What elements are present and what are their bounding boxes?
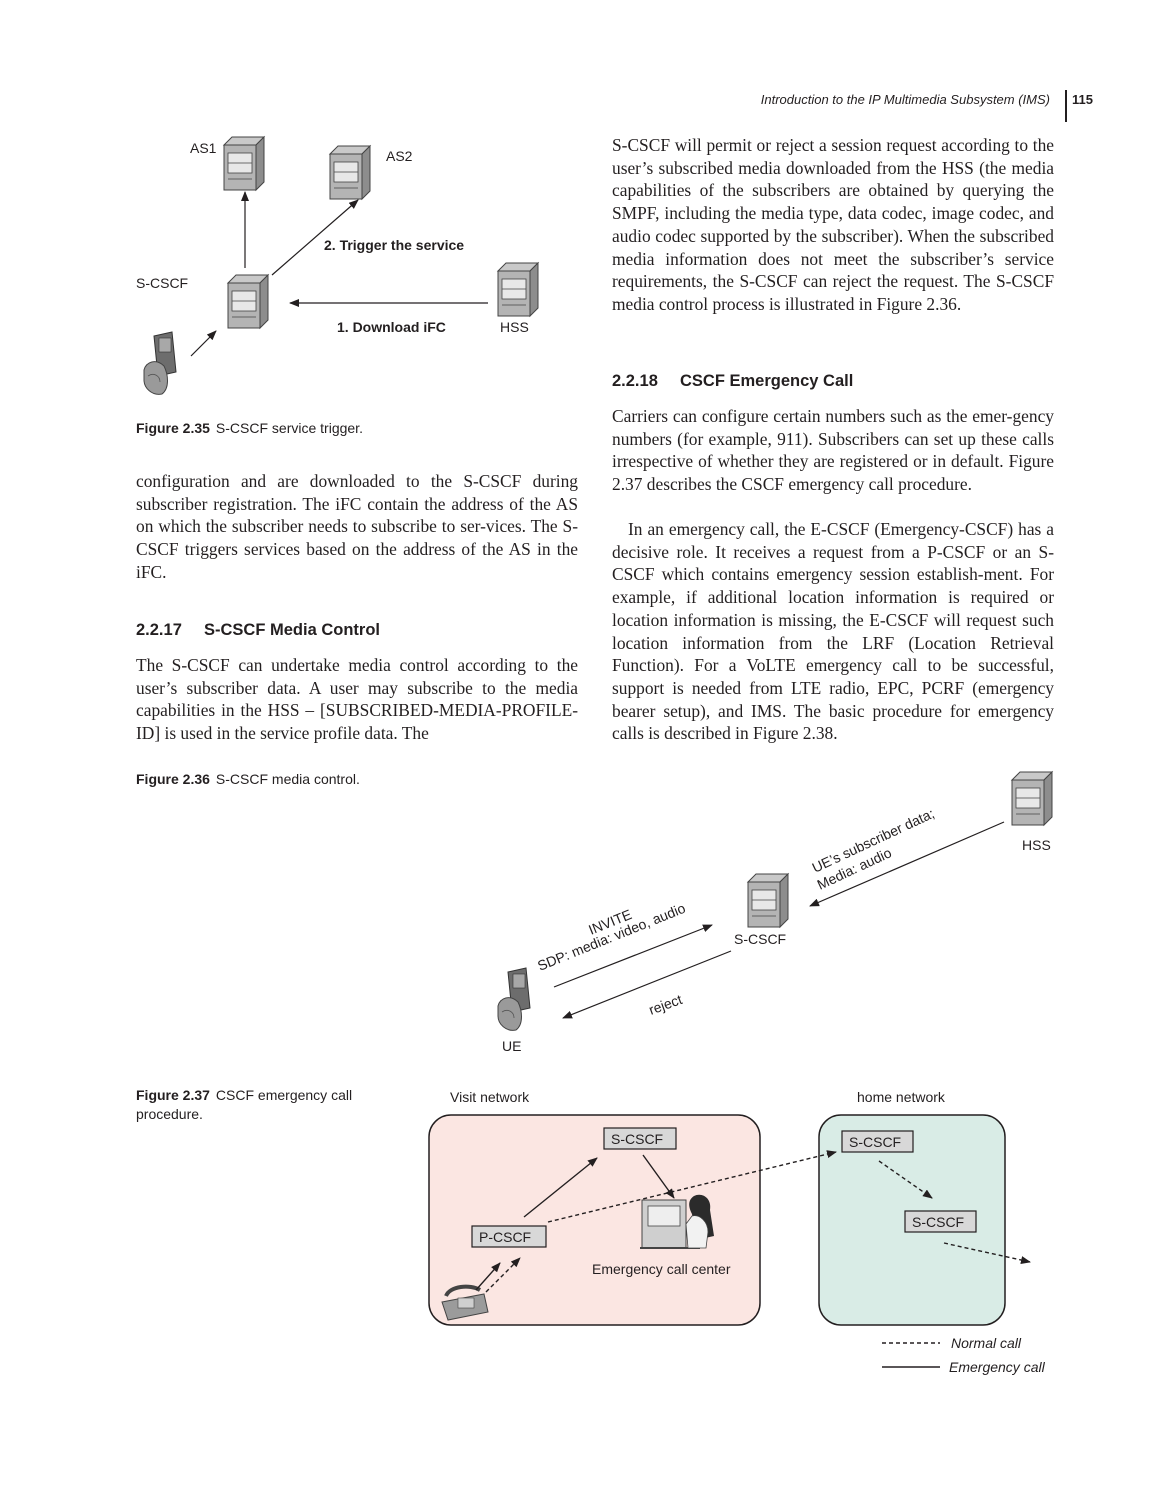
caption-label: Figure 2.37 — [136, 1087, 210, 1103]
ue-label: UE — [502, 1038, 521, 1054]
section-heading-2-2-18: 2.2.18 CSCF Emergency Call — [612, 372, 1054, 391]
hss-server-icon — [497, 262, 539, 317]
download-label: 1. Download iFC — [337, 319, 446, 335]
page-number: 115 — [1072, 92, 1093, 107]
arrow-hss-to-scscf — [809, 821, 1005, 907]
hss-label: HSS — [1022, 837, 1051, 853]
caption-text-cont: procedure. — [136, 1106, 203, 1122]
trigger-label: 2. Trigger the service — [324, 237, 464, 253]
figure-2-36-diagram: HSS S-CSCF UE UE’s subscriber data; Medi… — [497, 771, 1053, 1054]
arrow-home-scscf — [878, 1160, 933, 1199]
caption-text: S-CSCF service trigger. — [215, 420, 363, 436]
scscf-home-box-1 — [841, 1130, 914, 1153]
scscf-label: S-CSCF — [734, 931, 786, 947]
section-title: CSCF Emergency Call — [680, 372, 854, 390]
arrow-ue-to-scscf — [190, 330, 217, 357]
scscf-server-icon — [747, 873, 789, 928]
left-paragraph-2: The S-CSCF can undertake media control a… — [136, 655, 578, 744]
section-number: 2.2.17 — [136, 621, 182, 639]
arrow-invite — [553, 924, 713, 988]
section-heading-2-2-17: 2.2.17 S-CSCF Media Control — [136, 621, 578, 640]
pcscf-box — [471, 1225, 547, 1248]
sdp-label: SDP: media: video, audio — [535, 900, 688, 974]
figure-2-35-caption: Figure 2.35 S-CSCF service trigger. — [136, 419, 363, 438]
legend-emergency-label: Emergency call — [949, 1359, 1046, 1375]
arrow-pcscf-to-home — [547, 1150, 837, 1223]
figure-2-37-caption: Figure 2.37 CSCF emergency call procedure. — [136, 1086, 352, 1124]
right-paragraph-2: Carriers can configure certain numbers s… — [612, 406, 1054, 495]
hss-server-icon — [1011, 771, 1053, 826]
figure-2-36-caption: Figure 2.36 S-CSCF media control. — [136, 770, 360, 789]
scscf-home-label-1: S-CSCF — [849, 1134, 901, 1150]
legend-normal-label: Normal call — [951, 1335, 1022, 1351]
scscf-visit-box — [603, 1127, 677, 1150]
hss-label: HSS — [500, 319, 529, 335]
figure-2-37-diagram: Visit network home network S-CSCF P-CSCF… — [428, 1089, 1046, 1375]
scscf-label: S-CSCF — [136, 275, 188, 291]
header-divider — [1065, 90, 1067, 122]
arrow-reject — [562, 950, 732, 1019]
left-paragraph-1: configuration and are downloaded to the … — [136, 471, 578, 582]
caption-label: Figure 2.36 — [136, 771, 210, 787]
ue-phone-icon — [497, 967, 531, 1031]
as2-server-icon — [329, 145, 371, 200]
right-paragraph-3: In an emergency call, the E-CSCF (Emerge… — [612, 519, 1054, 744]
as1-server-icon — [223, 136, 265, 191]
caption-text: CSCF emergency call — [215, 1087, 353, 1103]
operator-icon — [640, 1194, 714, 1249]
arrow-scscf-to-center — [642, 1154, 675, 1199]
visit-network-box — [428, 1114, 761, 1326]
running-header: Introduction to the IP Multimedia Subsys… — [760, 92, 1050, 107]
pcscf-label: P-CSCF — [479, 1229, 531, 1245]
emergency-center-label: Emergency call center — [592, 1261, 731, 1277]
scscf-home-label-2: S-CSCF — [912, 1214, 964, 1230]
user-phone-icon — [143, 331, 177, 395]
arrow-phone-normal — [485, 1257, 521, 1293]
section-number: 2.2.18 — [612, 372, 658, 390]
scscf-visit-label: S-CSCF — [611, 1131, 663, 1147]
as1-label: AS1 — [190, 140, 217, 156]
as2-label: AS2 — [386, 148, 413, 164]
section-title: S-CSCF Media Control — [204, 621, 380, 639]
arrow-phone-emergency — [475, 1262, 501, 1291]
scscf-server-icon — [227, 274, 269, 329]
arrow-pcscf-to-scscf — [523, 1157, 598, 1218]
home-network-label: home network — [857, 1089, 946, 1105]
reject-label: reject — [647, 991, 685, 1018]
scscf-home-box-2 — [904, 1210, 977, 1233]
right-paragraph-1: S-CSCF will permit or reject a session r… — [612, 135, 1054, 314]
arrow-home-out — [943, 1242, 1031, 1264]
arrow-trigger-service — [271, 199, 359, 276]
caption-label: Figure 2.35 — [136, 420, 210, 436]
figure-2-35-diagram: AS1 AS2 S-CSCF HSS 2. Trigger the servic… — [136, 136, 539, 395]
visit-network-label: Visit network — [450, 1089, 530, 1105]
caption-text: S-CSCF media control. — [215, 771, 360, 787]
